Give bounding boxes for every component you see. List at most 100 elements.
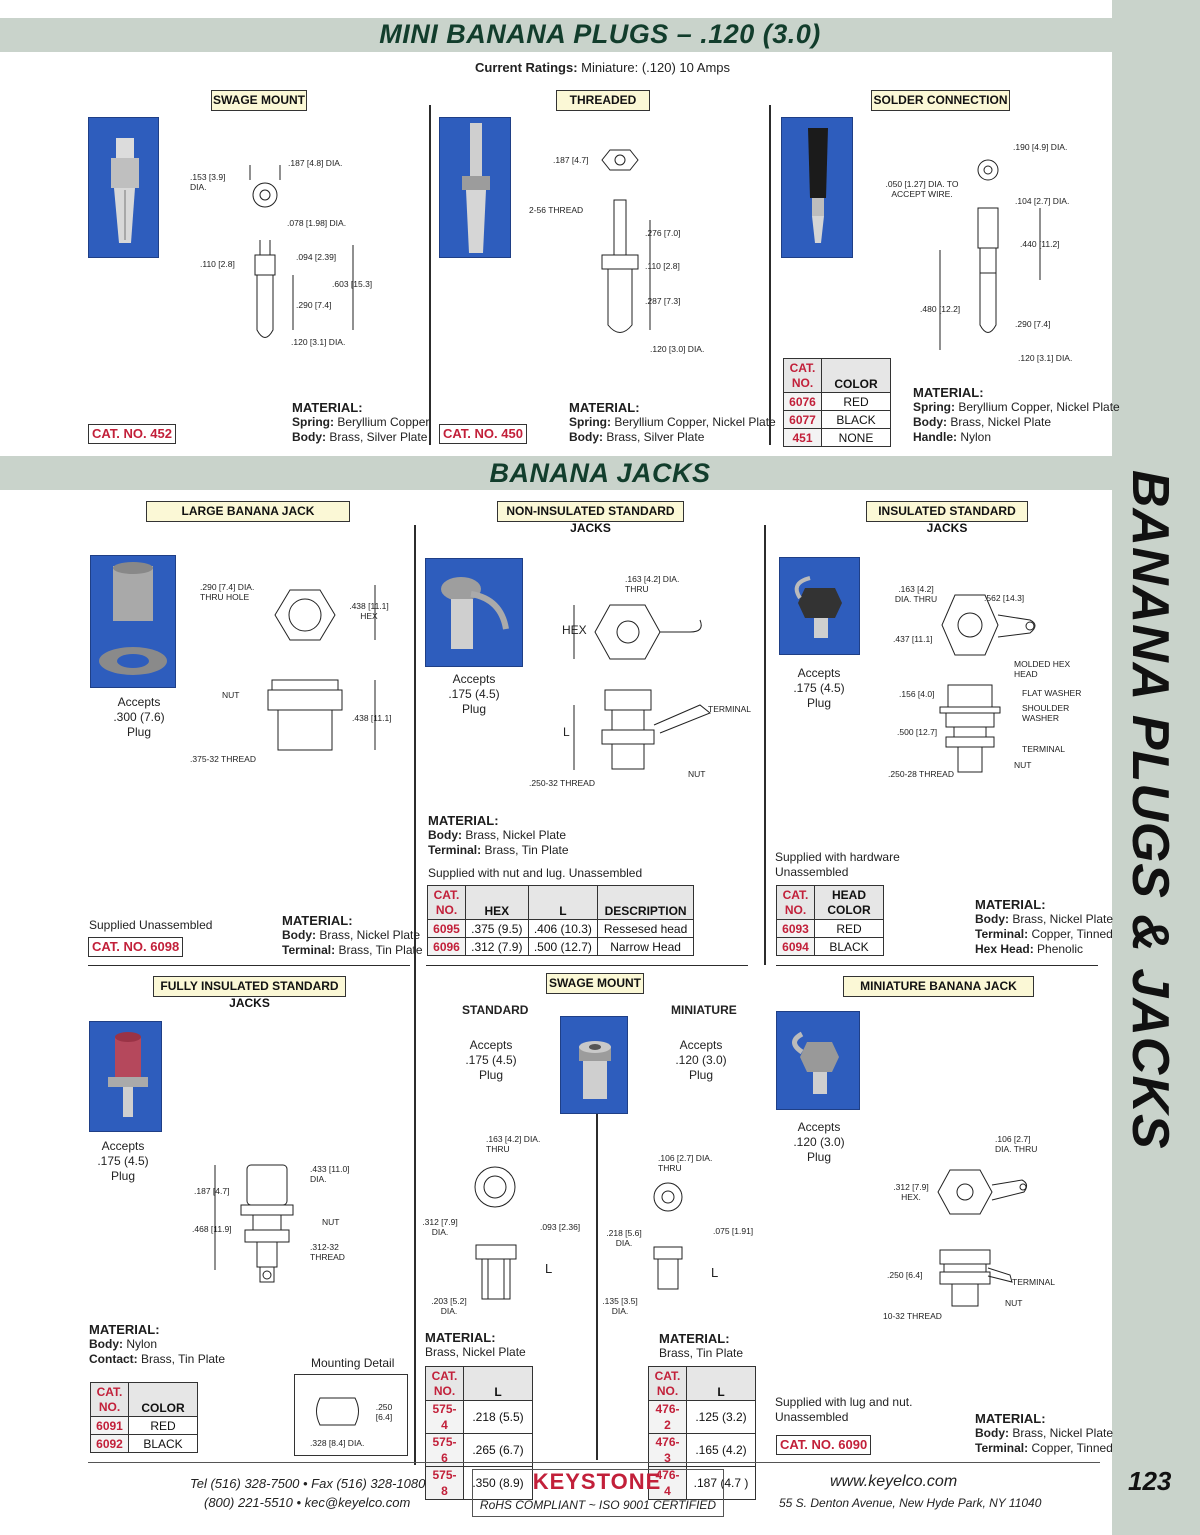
dim: .156 [4.0] [899, 689, 935, 699]
section-bar [0, 456, 1112, 490]
dim: .106 [2.7] DIA. THRU [995, 1134, 1038, 1154]
dim: .438 [11.1] [352, 713, 392, 723]
dim: .250-28 THREAD [888, 769, 954, 779]
dim: .106 [2.7] DIA. THRU [658, 1153, 713, 1173]
header-bar [0, 18, 1112, 52]
cat-no-6090: CAT. NO. 6090 [776, 1435, 872, 1455]
dim: .153 [3.9] DIA. [190, 172, 226, 192]
dim: .094 [2.39] [296, 252, 337, 262]
dim: .437 [11.1] [893, 634, 933, 644]
divider [764, 525, 766, 965]
rohs-compliant: RoHS COMPLIANT ~ ISO 9001 CERTIFIED [479, 1498, 717, 1512]
dim: .110 [2.8] [200, 259, 235, 269]
dim: .287 [7.3] [645, 296, 681, 306]
dim: HEX [562, 623, 587, 637]
dim: .250 [6.4] [375, 1402, 393, 1422]
divider [414, 525, 416, 1465]
large-jack-drawing [267, 585, 376, 751]
dim: .312-32 THREAD [310, 1242, 345, 1262]
tag-swage-mount: SWAGE MOUNT [211, 90, 307, 111]
dim: SHOULDER WASHER [1022, 703, 1070, 723]
tag-non-insulated-standard-jacks: NON-INSULATED STANDARD JACKS [497, 501, 684, 535]
swage-plug-drawing [249, 165, 354, 338]
dim: .120 [3.0] DIA. [650, 344, 705, 354]
miniature-material: MATERIAL: Body: Brass, Nickel Plate Term… [975, 1411, 1114, 1455]
cat-no-452: CAT. NO. 452 [88, 424, 176, 444]
mounting-detail-box [294, 1374, 408, 1456]
tag-solder-connection: SOLDER CONNECTION [871, 90, 1010, 111]
dim: .218 [5.6] DIA. [606, 1228, 642, 1248]
page-title: MINI BANANA PLUGS – .120 (3.0) [379, 19, 821, 49]
noninsulated-jack-photo [425, 558, 523, 667]
solder-material: MATERIAL: Spring: Beryllium Copper, Nick… [913, 385, 1120, 444]
dim: .276 [7.0] [645, 228, 681, 238]
large-supplied: Supplied Unassembled [89, 918, 213, 932]
dim: .187 [4.7] [194, 1186, 230, 1196]
dim: .050 [1.27] DIA. TO ACCEPT WIRE. [885, 179, 959, 199]
solder-plug-drawing [939, 159, 1041, 350]
standard-label: STANDARD [462, 1003, 529, 1017]
dim: .250 [6.4] [887, 1270, 923, 1280]
dim: .135 [3.5] DIA. [602, 1296, 638, 1316]
divider [426, 965, 748, 966]
mounting-detail-label: Mounting Detail [311, 1356, 395, 1370]
footer-tel: Tel (516) 328-7500 • Fax (516) 328-1080 [190, 1476, 426, 1491]
dim: .468 [11.9] [192, 1224, 232, 1234]
threaded-plug-photo [439, 117, 511, 258]
dim: NUT [1014, 760, 1032, 770]
divider [769, 105, 771, 445]
miniature-jack-photo [776, 1011, 860, 1110]
swage-std-drawing [474, 1166, 517, 1300]
dim: .438 [11.1] HEX [349, 601, 389, 621]
miniature-jack-drawing [937, 1169, 1028, 1307]
dim: 2-56 THREAD [529, 205, 584, 215]
miniature-supplied: Supplied with lug and nut. Unassembled [775, 1395, 913, 1424]
dim: NUT [222, 690, 240, 700]
dim: .104 [2.7] DIA. [1015, 196, 1070, 206]
insulated-accepts: Accepts .175 (4.5) Plug [793, 666, 845, 710]
mounting-detail-drawing [316, 1397, 359, 1426]
miniature-accepts: Accepts .120 (3.0) Plug [793, 1120, 845, 1164]
dim: L [563, 725, 570, 739]
dim: .203 [5.2] DIA. [431, 1296, 467, 1316]
side-bar [1112, 0, 1200, 1535]
swage-mini-accepts: Accepts .120 (3.0) Plug [675, 1038, 727, 1082]
dim: .562 [14.3] [984, 593, 1025, 603]
dim: .075 [1.91] [713, 1226, 754, 1236]
footer-web[interactable]: www.keyelco.com [830, 1473, 958, 1490]
dim: .312 [7.9] DIA. [422, 1217, 458, 1237]
insulated-jack-photo [779, 557, 860, 655]
threaded-plug-drawing [601, 149, 651, 333]
dim: NUT [1005, 1298, 1023, 1308]
noninsulated-supplied: Supplied with nut and lug. Unassembled [428, 866, 643, 880]
dim: .375-32 THREAD [190, 754, 256, 764]
dim: .187 [4.7] [553, 155, 589, 165]
dim: 10-32 THREAD [883, 1311, 942, 1321]
tag-insulated-standard-jacks: INSULATED STANDARD JACKS [866, 501, 1028, 535]
dim: .163 [4.2] DIA. THRU [625, 574, 680, 594]
dim: L [545, 1261, 553, 1276]
section-title-banana-jacks: BANANA JACKS [489, 458, 711, 488]
footer-logo-box [472, 1469, 724, 1517]
dim: .190 [4.9] DIA. [1013, 142, 1068, 152]
dim: .078 [1.98] DIA. [287, 218, 347, 228]
swage-mini-drawing [653, 1182, 683, 1290]
dim: FLAT WASHER [1022, 688, 1082, 698]
dim: .328 [8.4] DIA. [310, 1438, 365, 1448]
noninsulated-jack-drawing [573, 604, 711, 770]
fully-accepts: Accepts .175 (4.5) Plug [97, 1139, 149, 1183]
dim: .290 [7.4] [1015, 319, 1051, 329]
fully-insulated-jack-drawing [214, 1164, 294, 1283]
divider [776, 965, 1098, 966]
dim: .250-32 THREAD [529, 778, 595, 788]
insulated-material: MATERIAL: Body: Brass, Nickel Plate Term… [975, 897, 1114, 956]
dim: .500 [12.7] [897, 727, 938, 737]
dim: .120 [3.1] DIA. [291, 337, 346, 347]
tag-large-banana-jack: LARGE BANANA JACK [146, 501, 350, 522]
tag-miniature-banana-jack: MINIATURE BANANA JACK [843, 976, 1034, 997]
large-jack-photo [90, 555, 176, 688]
divider [596, 1020, 598, 1460]
dim: .480 [12.2] [920, 304, 961, 314]
